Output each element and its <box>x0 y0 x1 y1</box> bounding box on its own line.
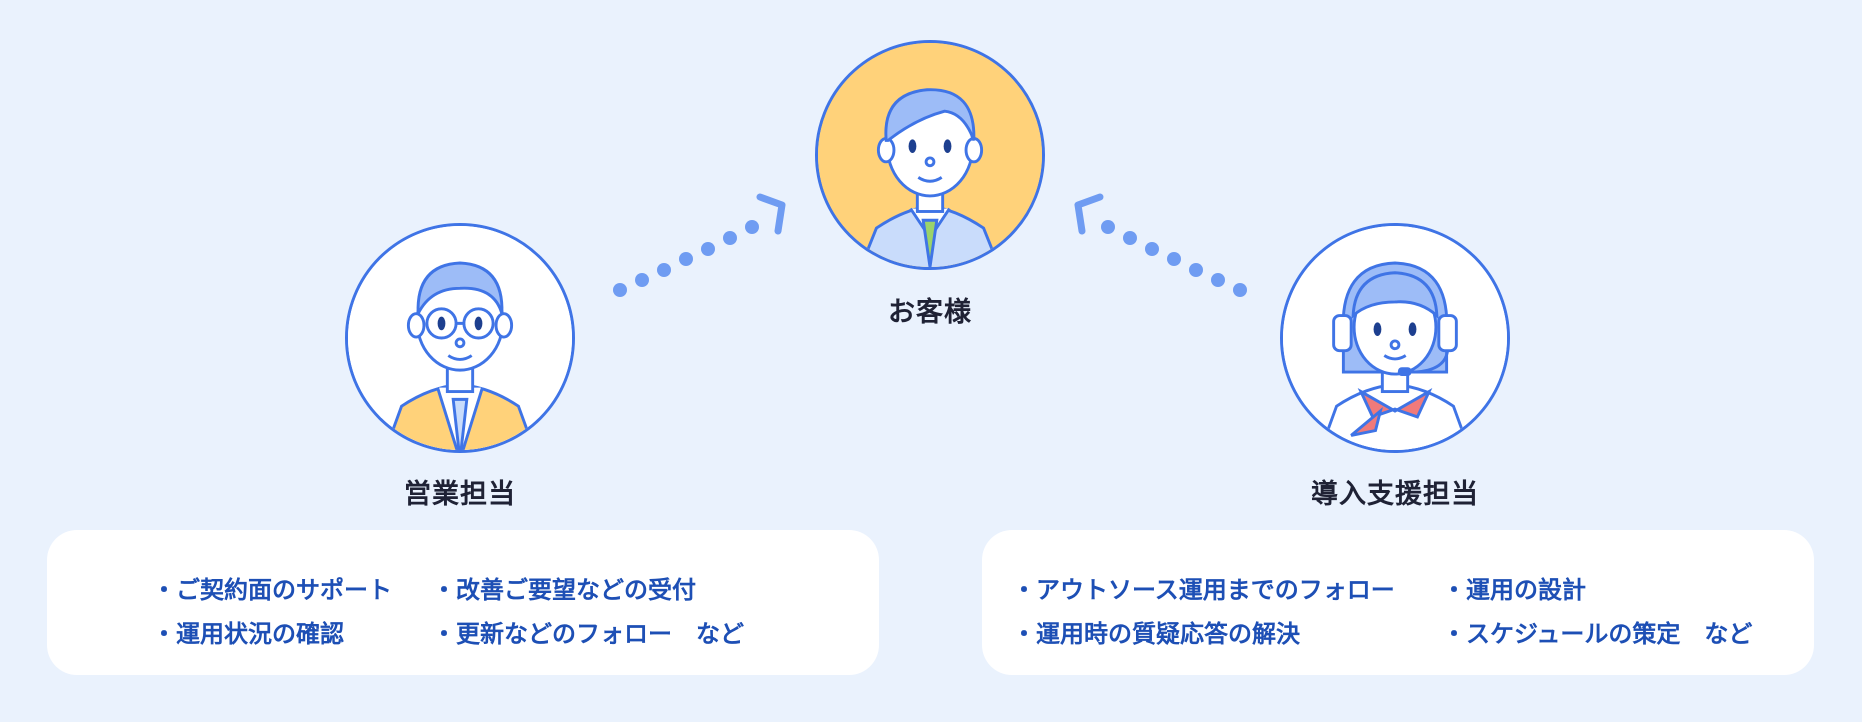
list-item: ・更新などのフォロー など <box>432 620 744 648</box>
support-list-col-1: ・アウトソース運用までのフォロー ・運用時の質疑応答の解決 <box>1012 568 1395 656</box>
customer-avatar <box>815 40 1045 270</box>
list-item: ・改善ご要望などの受付 <box>432 576 696 604</box>
support-card: ・アウトソース運用までのフォロー ・運用時の質疑応答の解決 ・運用の設計 ・スケ… <box>982 530 1814 675</box>
arrow-support-to-customer <box>1060 185 1260 300</box>
glasses-man-avatar-icon <box>348 226 572 450</box>
list-item: ・運用の設計 <box>1442 576 1586 604</box>
headset-woman-avatar-icon <box>1283 226 1507 450</box>
sales-card: ・ご契約面のサポート ・運用状況の確認 ・改善ご要望などの受付 ・更新などのフォ… <box>47 530 879 675</box>
support-avatar <box>1280 223 1510 453</box>
support-list-col-2: ・運用の設計 ・スケジュールの策定 など <box>1442 568 1752 656</box>
arrow-sales-to-customer <box>600 185 800 300</box>
customer-label: お客様 <box>888 297 972 328</box>
sales-avatar <box>345 223 575 453</box>
sales-label: 営業担当 <box>404 479 516 510</box>
list-item: ・ご契約面のサポート <box>152 576 392 604</box>
list-item: ・運用状況の確認 <box>152 620 344 648</box>
sales-list-col-1: ・ご契約面のサポート ・運用状況の確認 <box>152 568 392 656</box>
list-item: ・スケジュールの策定 など <box>1442 620 1753 648</box>
support-label: 導入支援担当 <box>1311 479 1479 510</box>
sales-list-col-2: ・改善ご要望などの受付 ・更新などのフォロー など <box>432 568 744 656</box>
list-item: ・アウトソース運用までのフォロー <box>1012 576 1395 604</box>
businessman-avatar-icon <box>818 43 1042 267</box>
list-item: ・運用時の質疑応答の解決 <box>1012 620 1300 648</box>
